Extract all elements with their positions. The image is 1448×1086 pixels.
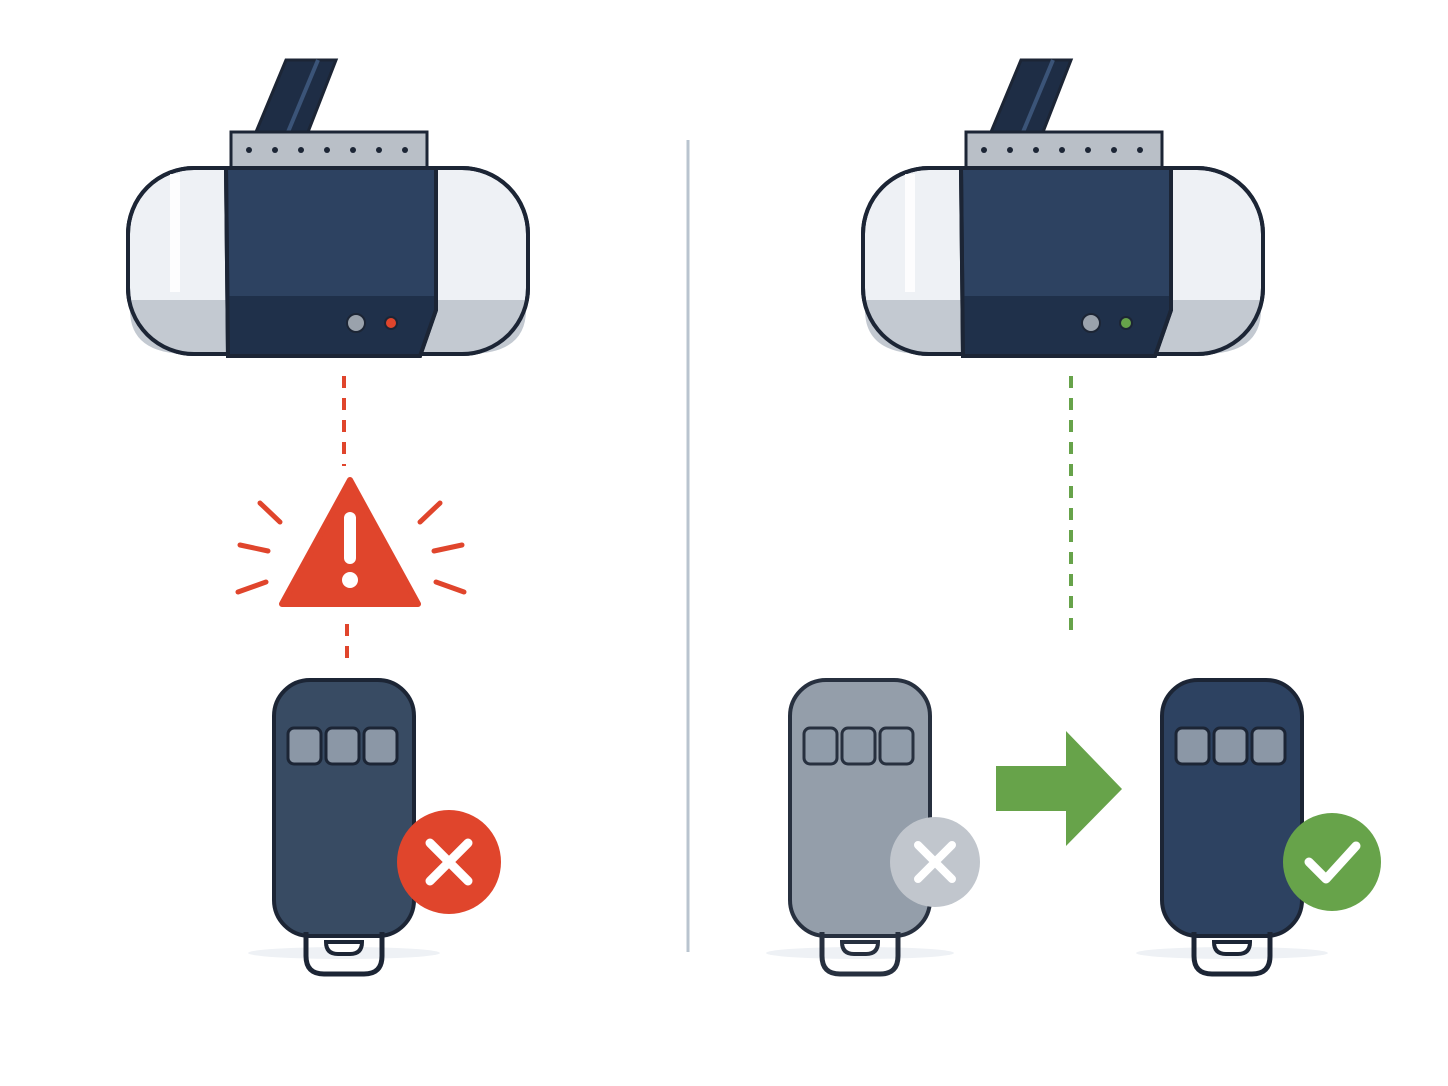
arrow-right-icon [996, 731, 1122, 846]
check-icon [1283, 813, 1381, 911]
failed-pairing-panel [126, 58, 530, 974]
garage-opener-unit-left [126, 58, 530, 358]
garage-opener-unit-right [861, 58, 1265, 358]
status-light-red [384, 316, 398, 330]
opener-button-left [346, 313, 366, 333]
new-remote [1162, 680, 1302, 974]
alert-triangle-icon [235, 477, 467, 607]
disabled-x-icon [890, 817, 980, 907]
failed-remote [274, 680, 414, 974]
status-light-green [1119, 316, 1133, 330]
opener-button-right [1081, 313, 1101, 333]
successful-replacement-panel [766, 58, 1381, 974]
error-x-icon [397, 810, 501, 914]
